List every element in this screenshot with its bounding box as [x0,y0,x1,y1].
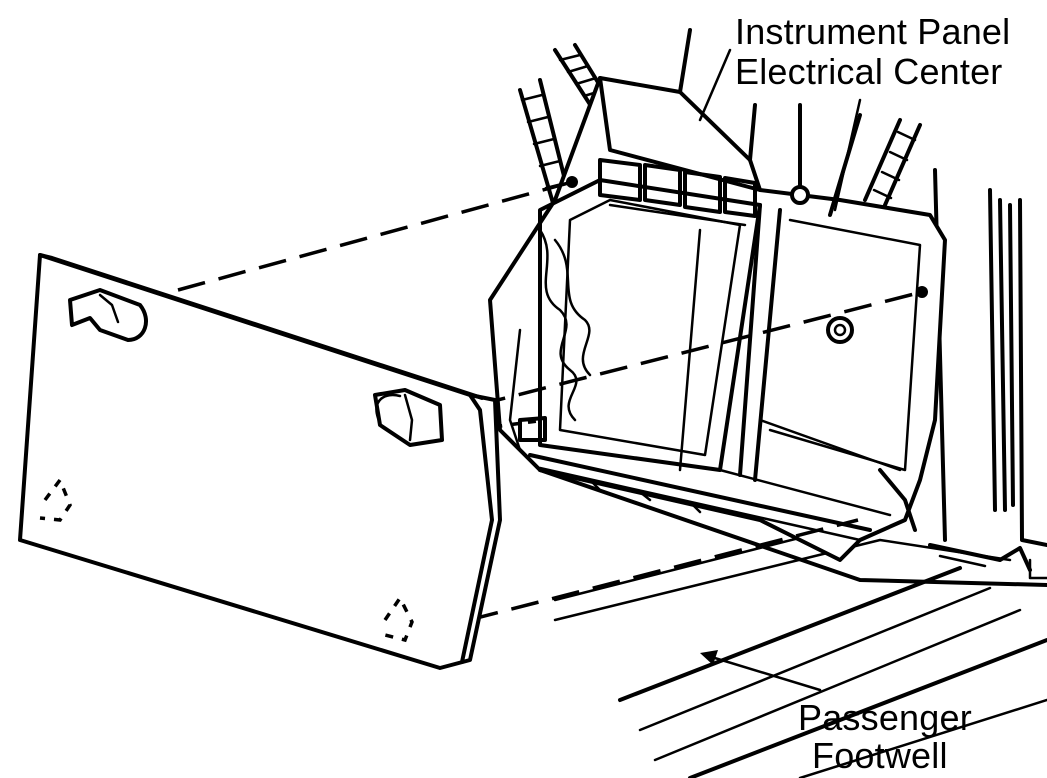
passenger-label: Passenger [798,697,972,738]
wire-harness-right [863,118,922,207]
instrument-panel-label: Instrument Panel [735,11,1011,52]
access-cover-panel [18,253,502,670]
fastener-hole-right [916,286,928,298]
electrical-center-housing [488,28,947,562]
leader-lines [698,48,862,692]
footwell-label: Footwell [812,735,948,776]
mounting-boss-top [790,185,810,205]
footwell-floor-lines [538,468,1047,778]
cover-tab-left [39,476,72,522]
fastener-hole-top-left [566,176,578,188]
right-side-trim [933,168,1047,580]
cover-latch-lower [373,388,444,447]
electrical-center-label: Electrical Center [735,51,1003,92]
mounting-boss-right [826,316,854,344]
cover-tab-right [383,594,414,643]
cover-latch-upper [68,288,148,342]
